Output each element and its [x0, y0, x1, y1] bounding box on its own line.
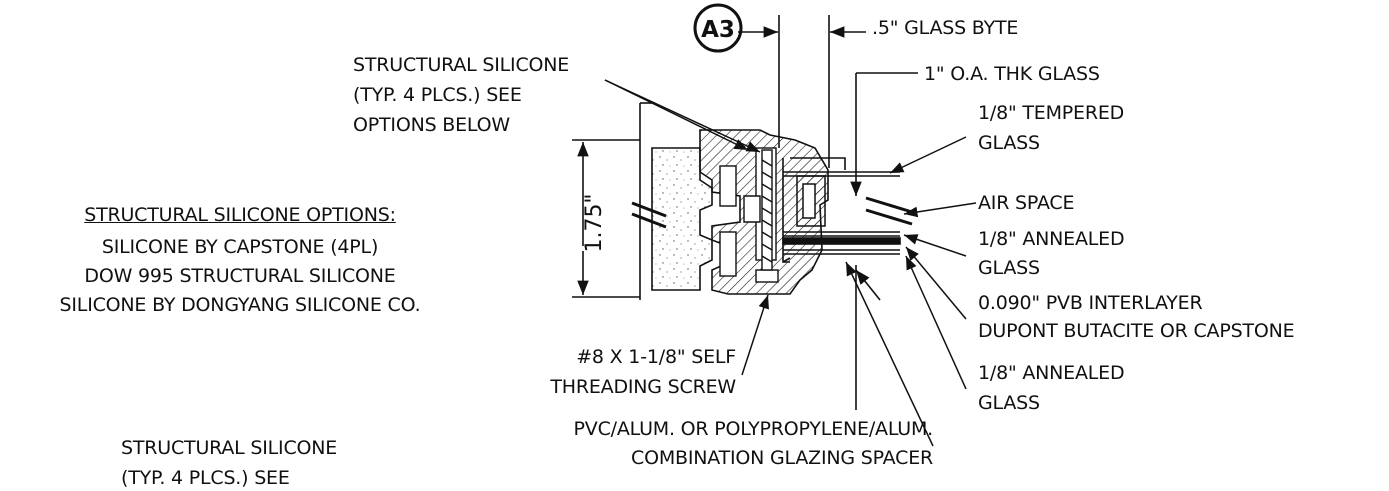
detail-linework: A3 1.75" — [572, 3, 977, 447]
structural-silicone-label-line-2: (TYP. 4 PLCS.) SEE — [353, 84, 522, 106]
structural-silicone-label-line-3: OPTIONS BELOW — [353, 114, 510, 136]
annealed-glass-2-label-line-2: GLASS — [978, 392, 1040, 414]
option-dow-995: DOW 995 STRUCTURAL SILICONE — [84, 265, 396, 287]
annealed-glass-1-label-line-1: 1/8" ANNEALED — [978, 228, 1125, 250]
annealed-glass-1-label-line-2: GLASS — [978, 257, 1040, 279]
structural-silicone-bottom-line-1: STRUCTURAL SILICONE — [121, 437, 338, 459]
glass-lites — [782, 171, 901, 255]
screw-label-line-2: THREADING SCREW — [550, 376, 736, 398]
screw-label-line-1: #8 X 1-1/8" SELF — [576, 346, 736, 368]
glass-byte-label: .5" GLASS BYTE — [872, 17, 1019, 39]
pvb-interlayer-label-line-2: DUPONT BUTACITE OR CAPSTONE — [978, 320, 1295, 342]
air-space-label: AIR SPACE — [978, 192, 1075, 214]
leader-lines — [604, 79, 977, 447]
section-detail-drawing: A3 1.75" — [59, 3, 1295, 489]
height-dimension — [572, 139, 640, 298]
height-dimension-text: 1.75" — [582, 193, 607, 252]
tempered-glass-label-line-1: 1/8" TEMPERED — [978, 102, 1125, 124]
options-heading: STRUCTURAL SILICONE OPTIONS: — [84, 204, 396, 226]
insulation-core — [651, 147, 713, 291]
glazing-spacer — [796, 175, 826, 227]
structural-silicone-bottom-line-2: (TYP. 4 PLCS.) SEE — [121, 467, 290, 489]
spacer-label-line-2: COMBINATION GLAZING SPACER — [631, 447, 933, 469]
pvb-interlayer-label-line-1: 0.090" PVB INTERLAYER — [978, 292, 1203, 314]
glass-byte-dimension — [738, 15, 866, 168]
callout-tag: A3 — [701, 17, 735, 43]
option-dongyang: SILICONE BY DONGYANG SILICONE CO. — [59, 294, 421, 316]
spacer-label-line-1: PVC/ALUM. OR POLYPROPYLENE/ALUM. — [573, 418, 934, 440]
annealed-glass-2-label-line-1: 1/8" ANNEALED — [978, 362, 1125, 384]
self-threading-screw — [755, 149, 779, 283]
tempered-glass-label-line-2: GLASS — [978, 132, 1040, 154]
option-capstone: SILICONE BY CAPSTONE (4PL) — [101, 236, 379, 258]
oa-thickness-label: 1" O.A. THK GLASS — [924, 63, 1100, 85]
structural-silicone-label-line-1: STRUCTURAL SILICONE — [353, 54, 570, 76]
callout-bubble: A3 — [693, 3, 743, 53]
glass-stop — [782, 157, 846, 263]
